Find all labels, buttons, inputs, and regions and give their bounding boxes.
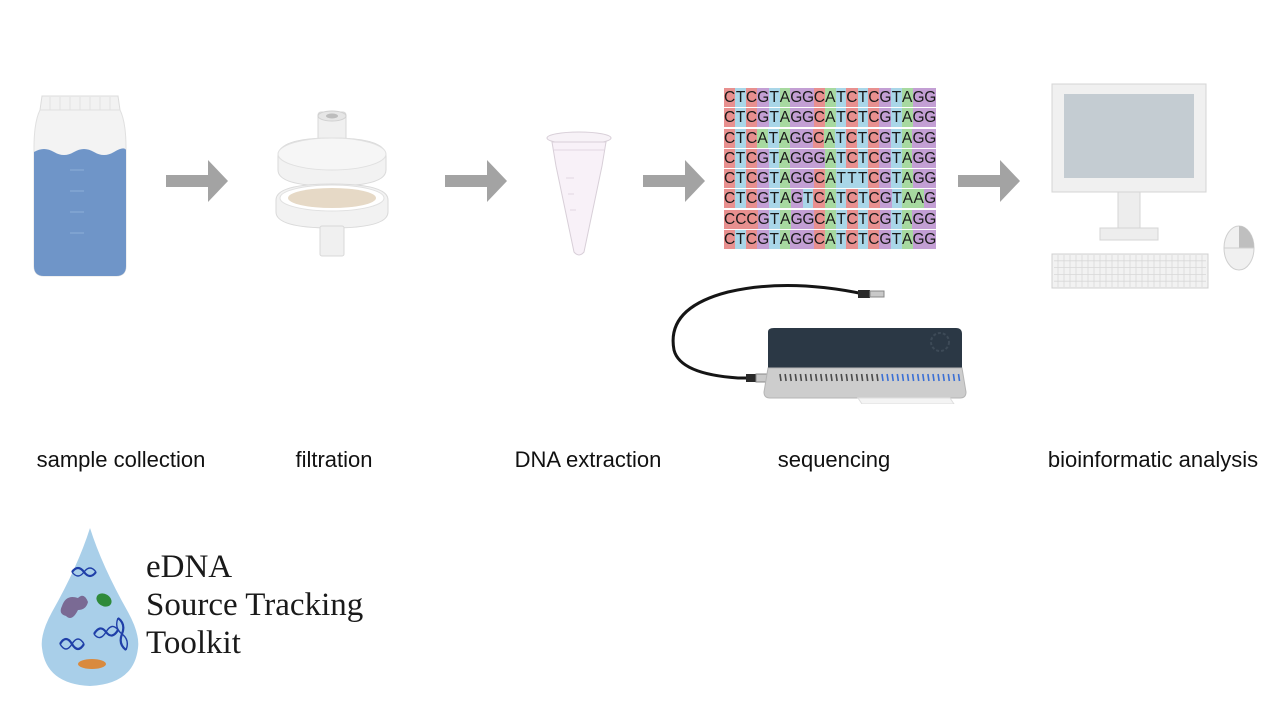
step-label-dna-extraction: DNA extraction [514,447,662,472]
logo-line-1: eDNA [146,549,233,585]
tube-icon [546,131,612,256]
filter-icon [275,110,389,257]
step-label-sequencing: sequencing [777,447,891,472]
arrow-icon [958,160,1020,202]
step-label-bioinformatic-analysis: bioinformatic analysis [1047,447,1259,472]
arrow-icon [166,160,228,202]
arrow-icon [445,160,507,202]
mouse-icon [1223,225,1255,271]
computer-icon [1051,83,1255,289]
arrow-icon [643,160,705,202]
microbe-purple [60,595,88,618]
microbe-orange [78,659,106,669]
logo-line-3: Toolkit [146,625,241,661]
step-label-sample-collection: sample collection [36,447,206,472]
usb-cable [671,284,865,380]
microbe-green [96,593,112,607]
sequencer-icon [671,284,967,404]
logo-line-2: Source Tracking [146,587,364,623]
sample-bottle-icon [33,95,127,277]
step-label-filtration: filtration [295,447,373,472]
water-drop-logo-icon [41,528,139,686]
